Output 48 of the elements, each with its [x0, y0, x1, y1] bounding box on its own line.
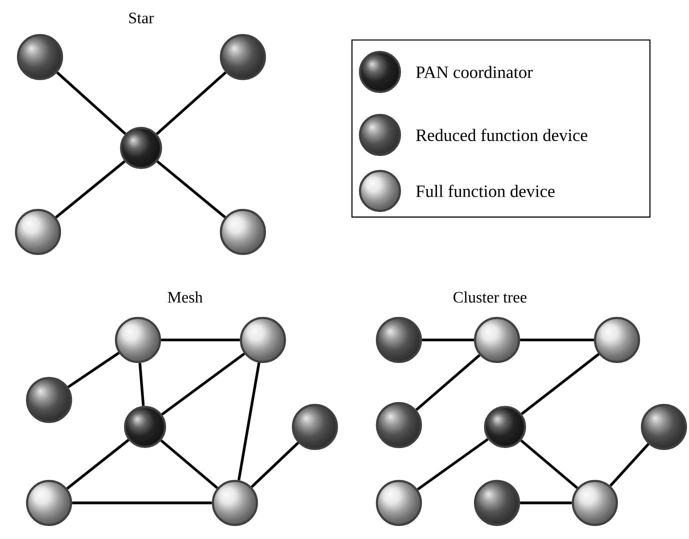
device-ball [120, 126, 162, 170]
device-ball [26, 376, 72, 424]
link-line [609, 443, 650, 487]
link-line [156, 71, 227, 136]
device-ball [114, 316, 162, 364]
link-line [67, 352, 120, 388]
device-ball [474, 316, 520, 364]
device-ball [376, 480, 422, 526]
link-line [416, 438, 489, 491]
topology-title: Mesh [168, 291, 203, 303]
device-ball [220, 208, 266, 256]
link-line [415, 354, 480, 411]
link-line [250, 442, 300, 488]
device-ball [240, 316, 286, 364]
link-line [520, 440, 578, 490]
device-ball [572, 480, 618, 526]
device-ball [220, 34, 266, 80]
link-line [160, 440, 218, 490]
device-ball [124, 406, 166, 448]
legend-text: Full function device [416, 184, 555, 198]
device-ball [26, 480, 72, 526]
link-line [520, 338, 594, 342]
link-line [238, 362, 260, 480]
link-line [156, 160, 226, 218]
device-ball [376, 402, 422, 448]
device-ball [640, 404, 687, 450]
device-ball [484, 406, 526, 448]
link-line [56, 72, 126, 135]
device-ball [14, 208, 62, 256]
link-line [66, 438, 130, 490]
device-ball [212, 480, 258, 526]
device-ball [292, 404, 338, 450]
link-line [422, 338, 474, 342]
link-line [520, 353, 600, 416]
link-line [161, 352, 246, 416]
device-ball [474, 480, 520, 526]
topology-title: Star [129, 12, 154, 24]
device-ball [594, 316, 640, 364]
device-ball [16, 34, 64, 80]
link-line [161, 338, 240, 342]
topology-title: Cluster tree [454, 291, 526, 303]
legend-text: Reduced function device [416, 128, 588, 142]
link-line [55, 160, 126, 218]
device-ball [376, 316, 422, 364]
link-line [72, 502, 212, 504]
legend-text: PAN coordinator [416, 66, 533, 78]
link-line [520, 502, 572, 504]
link-line [138, 362, 145, 406]
